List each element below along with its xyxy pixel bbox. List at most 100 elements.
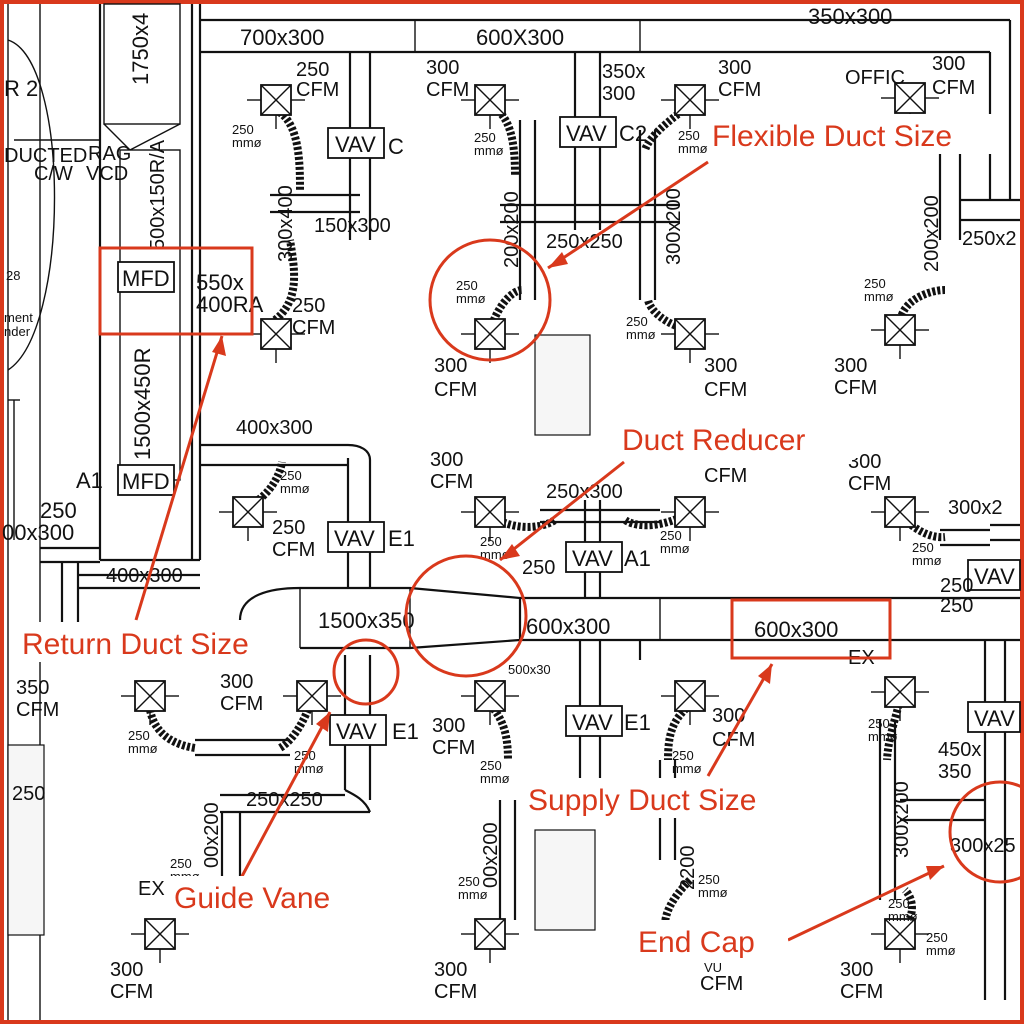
ceiling-diffuser-icon	[247, 84, 305, 129]
label-a1: A1	[76, 468, 103, 493]
duct-2200: 2200	[677, 846, 699, 891]
airflow-labels: 250 CFM 300 CFM 300 CFM 300 CFM 250 CFM …	[12, 53, 1003, 1003]
vav-label-a1: VAV	[572, 546, 613, 571]
cfm-unit: CFM	[704, 465, 747, 487]
svg-text:mmø: mmø	[280, 481, 310, 496]
duct-00x300: 00x300	[2, 520, 74, 545]
ceiling-diffuser-icon	[131, 918, 189, 963]
label-cw: C/W	[34, 163, 73, 185]
duct-250-right-b: 250	[940, 595, 973, 617]
duct-500x30: 500x30	[508, 662, 551, 677]
label-28: 28	[6, 268, 20, 283]
svg-text:mmø: mmø	[626, 327, 656, 342]
svg-text:mmø: mmø	[888, 909, 918, 924]
duct-550x: 550x	[196, 270, 244, 295]
svg-text:250: 250	[170, 856, 192, 871]
cfm-value: 250	[40, 498, 77, 523]
svg-text:mmø: mmø	[480, 771, 510, 786]
vav-label-right-upper: VAV	[974, 564, 1015, 589]
cfm-unit: CFM	[840, 981, 883, 1003]
vav-label-e1-lower: VAV	[336, 719, 377, 744]
cfm-value: 300	[718, 57, 751, 79]
svg-text:mmø: mmø	[474, 143, 504, 158]
cfm-unit: CFM	[718, 79, 761, 101]
ceiling-diffuser-icon	[461, 496, 519, 541]
vav-label-c2: VAV	[566, 121, 607, 146]
svg-text:mmø: mmø	[128, 741, 158, 756]
label-ducted: DUCTED	[4, 145, 87, 167]
equipment-boxes: VAV C VAV C2 VAV E1 VAV A1 VAV E1 VAV E1…	[117, 116, 1021, 746]
svg-text:250: 250	[280, 468, 302, 483]
mfd-box-upper	[117, 261, 175, 293]
cfm-unit: CFM	[704, 379, 747, 401]
label-ment: ment	[4, 310, 33, 325]
ceiling-diffuser-icon	[661, 496, 719, 541]
mfd-label-upper: MFD	[122, 266, 170, 291]
vav-box-c2	[559, 116, 617, 148]
room-labels: R 2 DUCTED C/W RAG VCD 28 ment nder OFFI…	[4, 67, 905, 975]
vav-label-e1-upper: VAV	[334, 526, 375, 551]
cfm-unit: CFM	[16, 699, 59, 721]
vav-label-right-lower: VAV	[974, 706, 1015, 731]
duct-00x200-mid: 00x200	[480, 822, 502, 888]
svg-text:mmø: mmø	[458, 887, 488, 902]
cfm-value: 250	[296, 59, 329, 81]
mfd-label-lower: MFD	[122, 469, 170, 494]
duct-350x-right: 350x	[602, 61, 645, 83]
annotation-guide-vane: Guide Vane	[174, 882, 330, 915]
vav-suffix-a1: A1	[624, 546, 651, 571]
vav-label-c: VAV	[335, 132, 376, 157]
ceiling-diffuser-icon	[219, 496, 277, 541]
cfm-unit: CFM	[296, 79, 339, 101]
duct-350x300-top: 350x300	[808, 4, 892, 29]
vav-box-e1-lower	[329, 714, 387, 746]
label-rag: RAG	[88, 143, 131, 165]
cfm-value: 300	[430, 449, 463, 471]
duct-400x300-a: 400x300	[236, 417, 313, 439]
svg-text:250: 250	[232, 122, 254, 137]
cfm-unit: CFM	[834, 377, 877, 399]
duct-150x300: 150x300	[314, 215, 391, 237]
label-ex: EX	[138, 878, 165, 900]
duct-1500x350: 1500x350	[318, 608, 415, 633]
vav-suffix-e1-mid: E1	[624, 710, 651, 735]
cfm-value: 300	[932, 53, 965, 75]
cfm-value: 250	[12, 783, 45, 805]
svg-text:250: 250	[626, 314, 648, 329]
cfm-value: 300	[434, 355, 467, 377]
cfm-value: 250	[522, 557, 555, 579]
vav-suffix-c: C	[388, 134, 404, 159]
cfm-unit: CFM	[848, 473, 891, 495]
ceiling-diffuser-icon	[461, 918, 519, 963]
svg-text:mmø: mmø	[672, 761, 702, 776]
duct-300x25: 300x25	[950, 835, 1016, 857]
svg-text:250: 250	[672, 748, 694, 763]
svg-text:mmø: mmø	[660, 541, 690, 556]
vav-box-a1	[565, 541, 623, 573]
duct-reducer-highlight-circle	[404, 554, 528, 678]
cfm-unit: CFM	[430, 471, 473, 493]
ceiling-diffuser-icon	[283, 680, 341, 725]
label-vu: VU	[704, 960, 722, 975]
svg-text:250: 250	[480, 534, 502, 549]
supply-duct-highlight-box	[730, 598, 892, 660]
duct-600x300-top: 600X300	[476, 25, 564, 50]
duct-300x200-right: 300x200	[891, 781, 913, 858]
duct-300x200-a: 300x200	[663, 188, 685, 265]
duct-300-right: 300	[602, 83, 635, 105]
room-r2: R 2	[4, 76, 38, 101]
duct-400x300-b: 400x300	[106, 565, 183, 587]
duct-1500x450r: 1500x450R	[130, 347, 155, 460]
svg-text:250: 250	[456, 278, 478, 293]
svg-text:250: 250	[678, 128, 700, 143]
ceiling-diffuser-icon	[871, 496, 929, 541]
mfd-box-lower	[117, 464, 175, 496]
